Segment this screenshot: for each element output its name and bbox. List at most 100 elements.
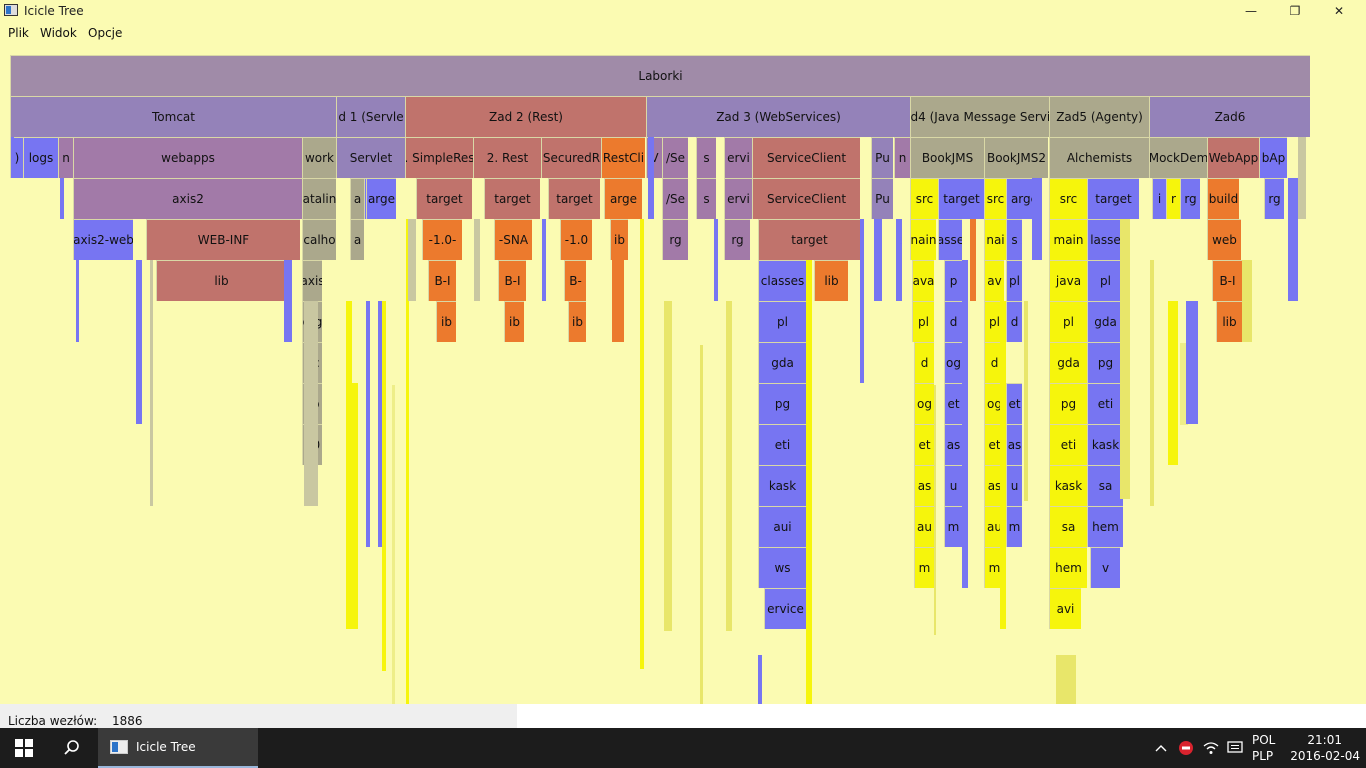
- tree-node-level5[interactable]: pl: [1006, 260, 1022, 301]
- tree-node-level7[interactable]: d: [984, 342, 1004, 383]
- tree-node-level6[interactable]: lib: [1216, 301, 1242, 342]
- tree-node-level2[interactable]: bAp: [1259, 137, 1287, 178]
- tree-node-level3[interactable]: axis2: [73, 178, 302, 219]
- tree-leaf-sliver[interactable]: [640, 219, 644, 669]
- tree-node-level12[interactable]: ws: [758, 547, 806, 588]
- tree-leaf-sliver[interactable]: [1032, 178, 1042, 260]
- tree-node-level8[interactable]: pg: [758, 383, 806, 424]
- tree-node-level2[interactable]: RestCli: [601, 137, 645, 178]
- tree-node-level11[interactable]: hem: [1087, 506, 1123, 547]
- tree-node-level11[interactable]: m: [944, 506, 962, 547]
- tree-node-level8[interactable]: og: [984, 383, 1004, 424]
- tree-node-level3[interactable]: arge: [604, 178, 642, 219]
- tree-leaf-sliver[interactable]: [612, 260, 624, 342]
- tree-node-level6[interactable]: d: [944, 301, 962, 342]
- tree-leaf-sliver[interactable]: [806, 260, 812, 760]
- tree-node-level5[interactable]: axis: [302, 260, 322, 301]
- tree-node-level10[interactable]: sa: [1087, 465, 1123, 506]
- tree-node-level3[interactable]: target: [938, 178, 984, 219]
- notifications-icon[interactable]: [1225, 728, 1245, 768]
- tree-leaf-sliver[interactable]: [714, 219, 718, 301]
- tree-node-level3[interactable]: src: [1049, 178, 1087, 219]
- tree-node-level3[interactable]: i: [1152, 178, 1166, 219]
- tree-node-level4[interactable]: axis2-web: [73, 219, 133, 260]
- tree-node-level10[interactable]: as: [984, 465, 1004, 506]
- restore-button[interactable]: ❐: [1289, 4, 1301, 18]
- tree-node-level2[interactable]: n: [58, 137, 73, 178]
- tree-node-level3[interactable]: /Se: [662, 178, 688, 219]
- tree-leaf-sliver[interactable]: [664, 301, 672, 631]
- tree-node-level3[interactable]: target: [484, 178, 540, 219]
- tree-node-level7[interactable]: d: [914, 342, 934, 383]
- tree-node-level2[interactable]: ervi: [724, 137, 752, 178]
- start-button[interactable]: [8, 728, 40, 768]
- tree-node-level3[interactable]: ServiceClient: [752, 178, 860, 219]
- tree-node-level2[interactable]: ServiceClient: [752, 137, 860, 178]
- tree-node-level9[interactable]: eti: [758, 424, 806, 465]
- tree-node-level10[interactable]: kask: [1049, 465, 1087, 506]
- tree-node-level5[interactable]: pl: [1087, 260, 1123, 301]
- tree-leaf-sliver[interactable]: [76, 260, 79, 342]
- tree-node-level10[interactable]: as: [914, 465, 934, 506]
- tree-node-level3[interactable]: rg: [1264, 178, 1284, 219]
- tree-node-level2[interactable]: s: [696, 137, 716, 178]
- tree-node-level8[interactable]: et: [944, 383, 962, 424]
- tree-node-level3[interactable]: ervi: [724, 178, 752, 219]
- tree-leaf-sliver[interactable]: [346, 301, 352, 629]
- tree-node-level3[interactable]: a: [350, 178, 364, 219]
- tree-node-level12[interactable]: m: [914, 547, 934, 588]
- tree-node-level1[interactable]: ad4 (Java Message Servic: [910, 96, 1049, 137]
- tree-node-level4[interactable]: asse: [938, 219, 962, 260]
- tree-node-level5[interactable]: av: [984, 260, 1004, 301]
- tree-leaf-sliver[interactable]: [1056, 655, 1076, 707]
- tree-node-level3[interactable]: r: [1166, 178, 1180, 219]
- tree-node-level6[interactable]: d: [1006, 301, 1022, 342]
- tree-node-level3[interactable]: build: [1207, 178, 1239, 219]
- tree-node-level7[interactable]: og: [944, 342, 962, 383]
- tree-node-level6[interactable]: pl: [912, 301, 934, 342]
- tree-leaf-sliver[interactable]: [408, 219, 416, 301]
- tree-node-level4[interactable]: a: [350, 219, 364, 260]
- tree-node-level6[interactable]: gda: [1087, 301, 1123, 342]
- tree-node-level5[interactable]: ava: [912, 260, 934, 301]
- tree-node-level6[interactable]: ib: [436, 301, 456, 342]
- tree-node-level3[interactable]: src: [984, 178, 1006, 219]
- tree-node-root[interactable]: Laborki: [10, 55, 1310, 96]
- tree-node-level2[interactable]: work: [302, 137, 336, 178]
- tree-leaf-sliver[interactable]: [1298, 137, 1306, 219]
- tree-node-level4[interactable]: web: [1207, 219, 1241, 260]
- tree-node-level5[interactable]: java: [1049, 260, 1087, 301]
- tree-node-level11[interactable]: aui: [758, 506, 806, 547]
- menu-plik[interactable]: Plik: [8, 26, 29, 40]
- tree-node-level2[interactable]: Servlet: [336, 137, 405, 178]
- tree-node-level3[interactable]: atalin: [302, 178, 336, 219]
- tree-node-level5[interactable]: lib: [156, 260, 286, 301]
- tree-node-level2[interactable]: . SimpleRes: [405, 137, 473, 178]
- taskbar-app-icicle-tree[interactable]: Icicle Tree: [98, 728, 258, 768]
- tree-node-level13[interactable]: avi: [1049, 588, 1081, 629]
- tree-leaf-sliver[interactable]: [1168, 301, 1178, 465]
- tree-node-level10[interactable]: u: [944, 465, 962, 506]
- tree-node-level5[interactable]: lib: [814, 260, 848, 301]
- tree-node-level1[interactable]: Zad5 (Agenty): [1049, 96, 1149, 137]
- tree-node-level9[interactable]: as: [1006, 424, 1022, 465]
- tree-node-level9[interactable]: et: [984, 424, 1004, 465]
- tree-node-level13[interactable]: ervice: [764, 588, 806, 629]
- tree-node-level9[interactable]: et: [914, 424, 934, 465]
- tree-leaf-sliver[interactable]: [896, 219, 902, 301]
- tree-node-level9[interactable]: eti: [1049, 424, 1087, 465]
- tree-node-level5[interactable]: classes: [758, 260, 806, 301]
- tree-node-level6[interactable]: pl: [1049, 301, 1087, 342]
- tree-node-level2[interactable]: n: [894, 137, 910, 178]
- tree-node-level2[interactable]: webapps: [73, 137, 302, 178]
- tree-node-level4[interactable]: main: [1049, 219, 1087, 260]
- tree-node-level4[interactable]: lasse: [1087, 219, 1123, 260]
- tree-node-level1[interactable]: Zad 2 (Rest): [405, 96, 646, 137]
- tree-node-level4[interactable]: -1.0: [560, 219, 592, 260]
- tree-node-level3[interactable]: target: [548, 178, 600, 219]
- tree-node-level4[interactable]: nai: [984, 219, 1006, 260]
- clock[interactable]: 21:01 2016-02-04: [1288, 732, 1360, 764]
- tree-node-level4[interactable]: target: [758, 219, 860, 260]
- tree-node-level8[interactable]: pg: [1049, 383, 1087, 424]
- tree-leaf-sliver[interactable]: [700, 345, 703, 705]
